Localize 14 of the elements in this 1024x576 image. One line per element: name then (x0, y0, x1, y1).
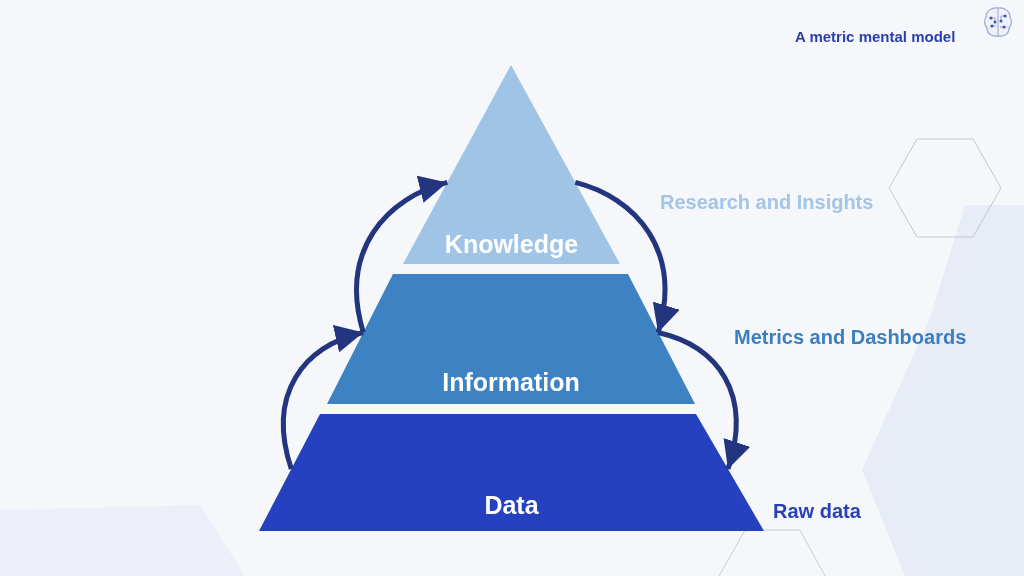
curved-arrow (281, 326, 364, 470)
pyramid-tier (259, 414, 764, 531)
side-label: Metrics and Dashboards (734, 325, 967, 349)
side-label: Raw data (773, 499, 861, 523)
tier-label: Knowledge (444, 230, 579, 259)
side-label: Research and Insights (660, 190, 874, 214)
pyramid-tier (327, 274, 695, 404)
tier-label: Data (484, 491, 539, 520)
tier-label: Information (442, 368, 580, 397)
curved-arrow (574, 180, 679, 334)
pyramid-tier (403, 65, 620, 264)
curved-arrow (354, 177, 449, 334)
diagram-title: A metric mental model (795, 28, 956, 46)
curved-arrow (657, 330, 749, 470)
